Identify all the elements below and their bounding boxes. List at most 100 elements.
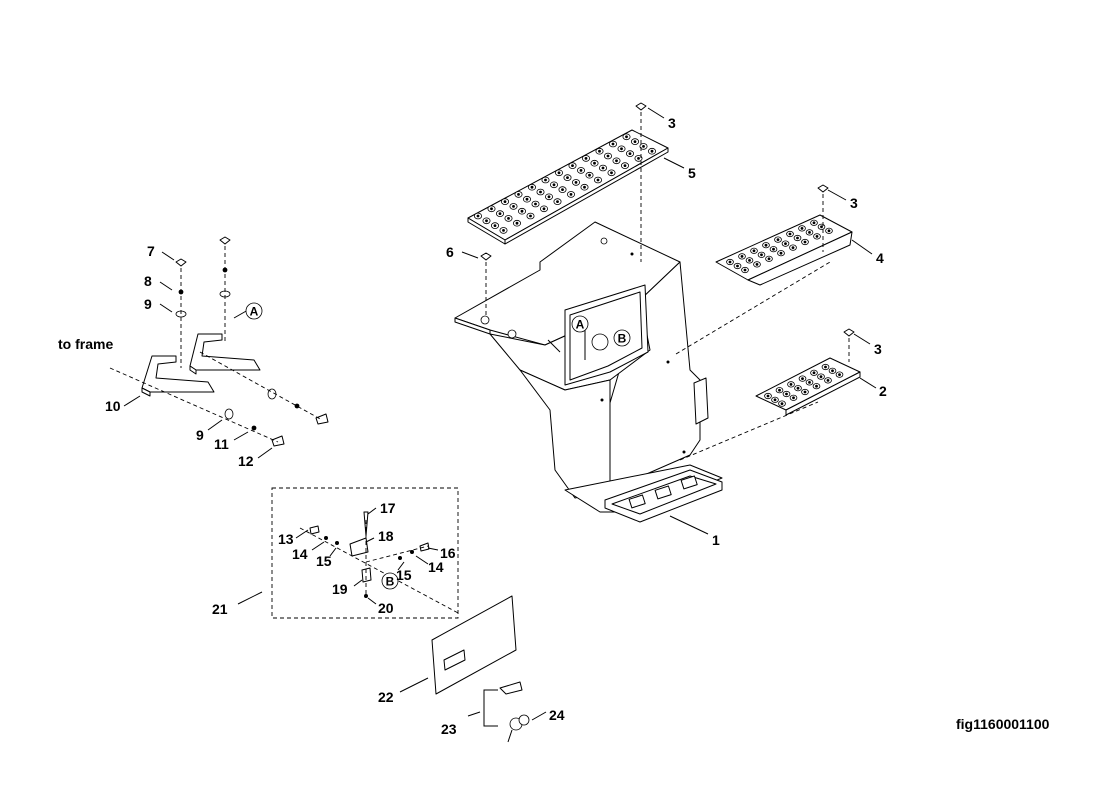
tread-hole-center bbox=[803, 240, 807, 244]
callout-3: 3 bbox=[874, 341, 882, 357]
tread-hole-center bbox=[503, 200, 507, 204]
tread-hole-center bbox=[534, 202, 537, 206]
callout-18: 18 bbox=[378, 528, 394, 544]
marker-b-label: B bbox=[618, 332, 627, 346]
tread-hole-center bbox=[557, 171, 561, 175]
tread-hole-center bbox=[569, 193, 573, 196]
tread-hole-center bbox=[788, 232, 792, 236]
tread-hole-center bbox=[831, 369, 834, 373]
callout-17: 17 bbox=[380, 500, 396, 516]
bracket-10 bbox=[141, 333, 261, 397]
reference-marker-b-step: B bbox=[613, 329, 631, 347]
tread-hole-center bbox=[764, 243, 768, 247]
callout-14: 14 bbox=[292, 546, 308, 562]
tread-hole-center bbox=[796, 386, 800, 390]
tread-hole-center bbox=[642, 145, 645, 148]
tread-hole-center bbox=[507, 217, 510, 220]
callout-10: 10 bbox=[105, 398, 121, 414]
callout-23: 23 bbox=[441, 721, 457, 737]
callout-9: 9 bbox=[196, 427, 204, 443]
tread-hole-center bbox=[485, 219, 488, 223]
tread-hole-center bbox=[547, 195, 551, 199]
callout-20: 20 bbox=[378, 600, 394, 616]
key-24 bbox=[507, 714, 530, 743]
lock-23 bbox=[499, 681, 523, 695]
fastener-hardware bbox=[175, 102, 855, 598]
tread-hole-center bbox=[583, 185, 586, 189]
tread-hole-center bbox=[606, 154, 610, 158]
tread-hole-center bbox=[623, 164, 627, 168]
marker-b-label: B bbox=[386, 575, 395, 589]
tread-hole-center bbox=[792, 396, 795, 400]
callout-13: 13 bbox=[278, 531, 294, 547]
tread-hole-center bbox=[776, 238, 780, 242]
reference-marker-a-bracket: A bbox=[245, 302, 263, 320]
callout-9: 9 bbox=[144, 296, 152, 312]
tread-hole-center bbox=[815, 235, 819, 238]
callout-6: 6 bbox=[446, 244, 454, 260]
tread-hole-center bbox=[517, 193, 520, 196]
tread-hole-center bbox=[525, 197, 529, 201]
tread-hole-center bbox=[838, 373, 841, 376]
callout-21: 21 bbox=[212, 601, 228, 617]
tread-hole-center bbox=[512, 205, 515, 208]
tread-hole-center bbox=[601, 166, 605, 170]
callout-15: 15 bbox=[396, 567, 412, 583]
tread-hole-center bbox=[755, 263, 759, 266]
tread-hole-center bbox=[815, 384, 818, 388]
tread-hole-center bbox=[593, 161, 596, 165]
step-plate-4 bbox=[715, 214, 853, 286]
tread-hole-center bbox=[748, 259, 751, 262]
tread-hole-center bbox=[476, 214, 480, 218]
tread-hole-center bbox=[779, 251, 783, 255]
tread-hole-center bbox=[490, 207, 493, 211]
callout-15: 15 bbox=[316, 553, 332, 569]
callout-14: 14 bbox=[428, 559, 444, 575]
step-assembly-1 bbox=[454, 221, 723, 523]
tread-hole-center bbox=[812, 371, 816, 375]
tread-hole-center bbox=[743, 268, 747, 272]
callout-3: 3 bbox=[668, 115, 676, 131]
marker-a-label: A bbox=[576, 318, 585, 332]
step-plate-2 bbox=[755, 357, 861, 416]
tread-hole-center bbox=[502, 229, 505, 232]
tread-hole-center bbox=[808, 381, 811, 384]
callout-1: 1 bbox=[712, 532, 720, 548]
tread-hole-center bbox=[566, 176, 569, 180]
cover-plate-22 bbox=[431, 595, 517, 695]
tread-hole-center bbox=[552, 183, 556, 187]
callout-5: 5 bbox=[688, 165, 696, 181]
tread-hole-center bbox=[778, 388, 781, 392]
tread-hole-center bbox=[493, 224, 497, 228]
tread-hole-center bbox=[819, 375, 823, 378]
assembly-lines bbox=[109, 107, 877, 727]
reference-marker-a-step: A bbox=[571, 315, 589, 333]
tread-hole-center bbox=[620, 147, 623, 151]
callout-2: 2 bbox=[879, 383, 887, 399]
tread-hole-center bbox=[571, 164, 574, 168]
tread-hole-center bbox=[824, 365, 827, 369]
tread-hole-center bbox=[520, 209, 524, 213]
tread-hole-center bbox=[579, 169, 583, 172]
tread-hole-center bbox=[812, 221, 816, 225]
tread-hole-center bbox=[785, 392, 788, 396]
tread-hole-center bbox=[498, 212, 502, 216]
figure-id: fig1160001100 bbox=[956, 716, 1050, 732]
tread-hole-center bbox=[808, 231, 811, 234]
tread-hole-center bbox=[728, 260, 732, 264]
tread-hole-center bbox=[752, 249, 756, 253]
tread-hole-center bbox=[611, 142, 615, 146]
tread-hole-center bbox=[650, 149, 654, 153]
tread-hole-center bbox=[827, 229, 831, 233]
callout-labels: 3 3 3 5 4 2 1 6 7 8 9 to frame 10 9 11 1… bbox=[58, 115, 1050, 737]
callout-4: 4 bbox=[876, 250, 884, 266]
tread-hole-center bbox=[637, 157, 640, 160]
callout-16: 16 bbox=[440, 545, 456, 561]
tread-hole-center bbox=[515, 221, 519, 225]
callout-7: 7 bbox=[147, 243, 155, 259]
tread-hole-center bbox=[596, 178, 600, 182]
tread-hole-center bbox=[544, 178, 547, 182]
tread-hole-center bbox=[791, 246, 795, 250]
